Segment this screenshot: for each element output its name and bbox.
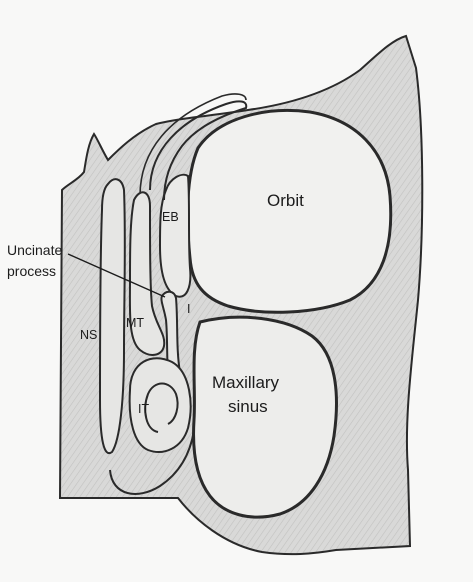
orbit-shape xyxy=(188,111,391,313)
orbit-label: Orbit xyxy=(267,192,304,209)
uncinate-label-line2: process xyxy=(7,264,56,278)
eb-label: EB xyxy=(162,211,179,224)
uncinate-label-line1: Uncinate xyxy=(7,243,62,257)
ns-label: NS xyxy=(80,329,97,342)
maxillary-label-line2: sinus xyxy=(228,398,268,415)
maxillary-label-line1: Maxillary xyxy=(212,374,279,391)
maxillary-sinus-shape xyxy=(194,317,337,517)
i-label: I xyxy=(187,303,190,316)
mt-label: MT xyxy=(126,317,144,330)
it-label: IT xyxy=(138,403,149,416)
nasal-septum-shape xyxy=(100,179,125,453)
